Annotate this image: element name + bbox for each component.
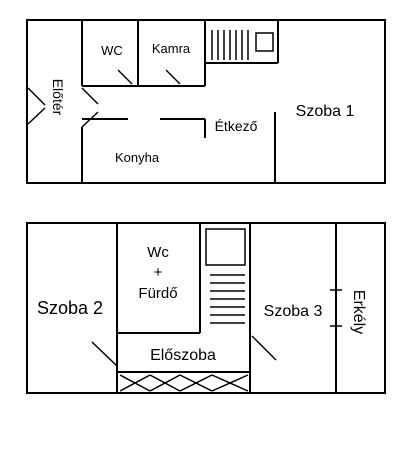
room-label-eloszoba: Előszoba <box>150 347 216 364</box>
railing-cross <box>149 374 181 392</box>
door-swing <box>91 341 118 367</box>
room-label-eloter: Előtér <box>50 79 66 116</box>
railing-cross <box>211 374 249 392</box>
room-label-wc-line1: Wc <box>147 244 169 261</box>
floor-2-outline <box>26 222 386 394</box>
door-swing <box>27 87 46 106</box>
room-label-szoba1: Szoba 1 <box>296 103 355 120</box>
stair-landing <box>255 32 274 52</box>
floor-2-plan: Szoba 2 Wc + Fürdő Előszoba Szoba 3 Erké… <box>26 222 386 394</box>
room-label-wc-line3: Fürdő <box>138 285 177 302</box>
railing-cross <box>119 374 151 392</box>
door-swing <box>251 335 277 361</box>
room-label-szoba3: Szoba 3 <box>264 303 323 320</box>
stair-landing-2 <box>205 228 246 266</box>
room-label-szoba2: Szoba 2 <box>37 298 103 318</box>
floor-1-plan: Előtér WC Kamra Étkező Szoba 1 Konyha <box>26 19 386 184</box>
room-label-etkezo: Étkező <box>215 118 258 134</box>
room-label-erkely: Erkély <box>350 290 367 334</box>
railing-cross <box>179 374 213 392</box>
door-swing <box>165 69 181 85</box>
door-swing <box>81 87 99 105</box>
room-label-kamra: Kamra <box>152 41 191 56</box>
room-label-wc-line2: + <box>154 264 163 281</box>
room-label-konyha: Konyha <box>115 150 160 165</box>
door-swing <box>27 107 46 125</box>
door-swing <box>117 69 133 85</box>
room-label-wc: WC <box>101 43 123 58</box>
